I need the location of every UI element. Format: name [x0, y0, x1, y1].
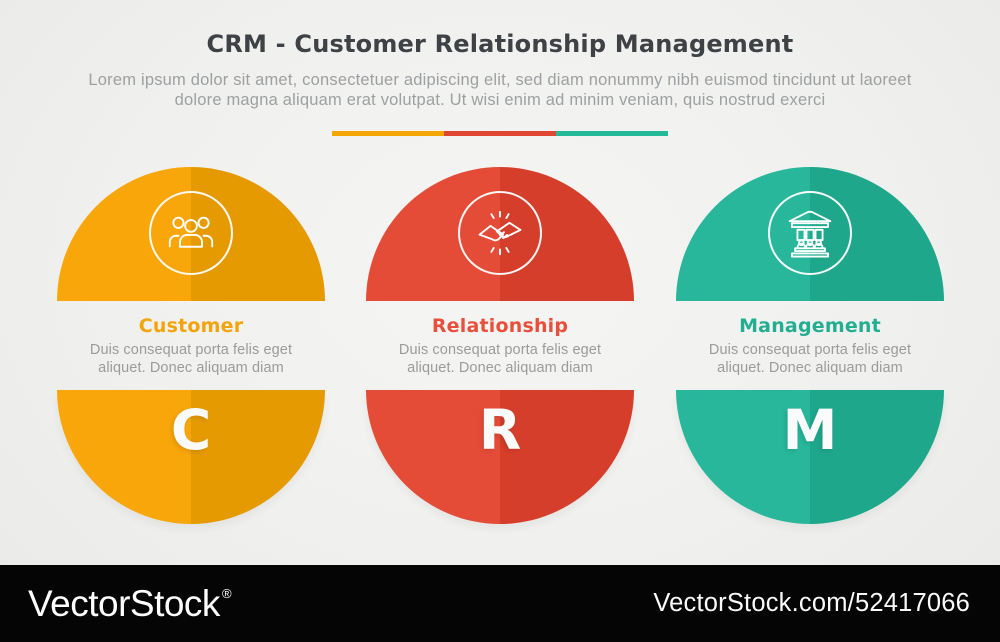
relationship-column: Relationship Duis consequat porta felis …: [366, 167, 634, 524]
vectorstock-logo: VectorStock®: [28, 582, 232, 625]
relationship-text-band: Relationship Duis consequat porta felis …: [366, 301, 634, 390]
customer-description: Duis consequat porta felis eget aliquet.…: [89, 342, 293, 376]
vectorstock-image-url: VectorStock.com/52417066: [653, 589, 970, 617]
management-text-band: Management Duis consequat porta felis eg…: [676, 301, 944, 390]
watermark-bar: VectorStock® VectorStock.com/52417066: [0, 565, 1000, 642]
divider-segment-orange: [332, 131, 444, 136]
relationship-description: Duis consequat porta felis eget aliquet.…: [398, 342, 602, 376]
vectorstock-wordmark: VectorStock: [28, 582, 220, 624]
management-heading: Management: [739, 315, 881, 337]
management-letter: M: [782, 398, 838, 462]
institution-building-icon: [768, 191, 852, 275]
relationship-bottom-semicircle: R: [366, 390, 634, 524]
color-divider: [332, 131, 668, 136]
relationship-letter: R: [478, 398, 522, 462]
customer-column: Customer Duis consequat porta felis eget…: [57, 167, 325, 524]
page-subtitle: Lorem ipsum dolor sit amet, consectetuer…: [88, 71, 912, 109]
relationship-heading: Relationship: [431, 315, 569, 337]
page-title: CRM - Customer Relationship Management: [206, 30, 794, 58]
management-description: Duis consequat porta felis eget aliquet.…: [708, 342, 912, 376]
customer-top-semicircle: [57, 167, 325, 301]
customer-bottom-semicircle: C: [57, 390, 325, 524]
management-top-semicircle: [676, 167, 944, 301]
divider-segment-teal: [556, 131, 668, 136]
relationship-top-semicircle: [366, 167, 634, 301]
management-bottom-semicircle: M: [676, 390, 944, 524]
handshake-icon: [458, 191, 542, 275]
divider-segment-red: [444, 131, 556, 136]
customer-letter: C: [170, 398, 212, 462]
users-group-icon: [149, 191, 233, 275]
management-column: Management Duis consequat porta felis eg…: [676, 167, 944, 524]
registered-trademark-symbol: ®: [221, 585, 232, 601]
customer-text-band: Customer Duis consequat porta felis eget…: [57, 301, 325, 390]
customer-heading: Customer: [138, 315, 244, 337]
